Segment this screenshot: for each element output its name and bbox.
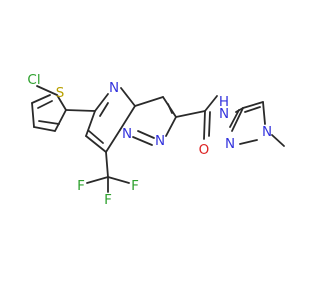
pyrimidine-nitrogen-label: N xyxy=(109,80,119,96)
bond xyxy=(175,110,206,118)
bond xyxy=(244,106,261,113)
bond xyxy=(33,126,56,132)
bond xyxy=(242,101,264,109)
bond xyxy=(208,111,211,137)
bond xyxy=(231,107,244,132)
bond xyxy=(85,135,107,153)
atom-labels: Cl S N N N N H O N N F F F xyxy=(27,72,272,208)
bond xyxy=(94,93,109,112)
bond xyxy=(105,151,109,178)
bond xyxy=(165,116,177,137)
methylpyrazole-nitrogen-a-label: N xyxy=(225,136,235,152)
bond xyxy=(203,110,206,140)
pyrazole-nitrogen-label: N xyxy=(155,133,165,149)
bond xyxy=(86,176,109,184)
bond xyxy=(31,102,35,128)
chlorine-label: Cl xyxy=(27,72,40,88)
bonds xyxy=(31,85,285,193)
carbonyl-oxygen-label: O xyxy=(199,142,210,158)
bond xyxy=(134,96,164,107)
bond xyxy=(88,130,104,144)
bond xyxy=(262,101,266,125)
bond xyxy=(137,130,155,139)
bond xyxy=(36,85,58,96)
bond xyxy=(65,109,96,112)
molecule-structure: Cl S N N N N H O N N F F F xyxy=(27,72,285,208)
sulfur-label: S xyxy=(56,85,65,101)
bond xyxy=(239,139,258,145)
fluorine-label: F xyxy=(104,192,112,208)
bond xyxy=(38,120,60,125)
bond xyxy=(120,87,136,107)
bond xyxy=(105,129,121,153)
bond xyxy=(56,94,67,111)
bond xyxy=(204,95,218,112)
bond xyxy=(229,109,240,128)
amide-hydrogen-label: H xyxy=(219,94,229,110)
fluorine-label: F xyxy=(77,178,85,194)
bond xyxy=(37,100,53,109)
methylpyrazole-nitrogen-b-label: N xyxy=(262,124,272,140)
bond xyxy=(54,109,67,132)
bridge-nitrogen-label: N xyxy=(122,126,132,142)
amide-nitrogen-label: N xyxy=(219,106,229,122)
bond xyxy=(167,103,173,114)
fluorine-label: F xyxy=(131,178,139,194)
bond xyxy=(31,94,51,104)
bond xyxy=(132,136,153,146)
bond xyxy=(85,110,96,137)
bond xyxy=(107,176,130,184)
bond xyxy=(271,134,285,147)
bond xyxy=(99,102,109,117)
bond xyxy=(119,105,136,131)
